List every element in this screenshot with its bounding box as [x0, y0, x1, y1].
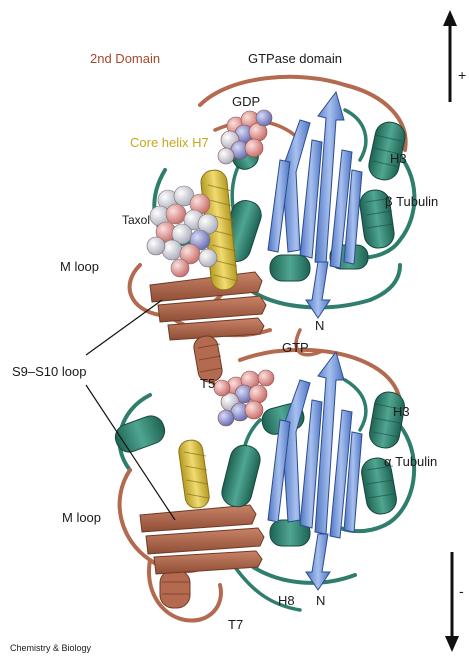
core-helix-h7-label: Core helix H7 — [130, 135, 209, 150]
beta-tubulin-label: β Tubulin — [385, 194, 438, 209]
beta-tubulin-structure — [130, 77, 415, 355]
s9-s10-loop-label: S9–S10 loop — [12, 364, 86, 379]
m-loop-top-label: M loop — [60, 259, 99, 274]
n-bottom-label: N — [316, 593, 325, 608]
second-domain-label: 2nd Domain — [90, 51, 160, 66]
gtpase-domain-label: GTPase domain — [248, 51, 342, 66]
journal-credit: Chemistry & Biology — [10, 643, 92, 653]
h8-label: H8 — [278, 593, 295, 608]
minus-end-arrow — [445, 552, 459, 652]
alpha-tubulin-structure — [112, 334, 414, 620]
t5-label: T5 — [200, 376, 215, 391]
gtp-label: GTP — [282, 340, 309, 355]
taxol-label: Taxol — [122, 213, 150, 227]
h3-top-label: H3 — [390, 151, 407, 166]
plus-end-label: + — [458, 67, 466, 83]
gdp-label: GDP — [232, 94, 260, 109]
minus-end-label: - — [459, 583, 464, 599]
m-loop-bottom-label: M loop — [62, 510, 101, 525]
alpha-tubulin-label: α Tubulin — [384, 454, 437, 469]
plus-end-arrow — [443, 10, 457, 102]
t7-label: T7 — [228, 617, 243, 632]
n-top-label: N — [315, 318, 324, 333]
h3-bottom-label: H3 — [393, 404, 410, 419]
